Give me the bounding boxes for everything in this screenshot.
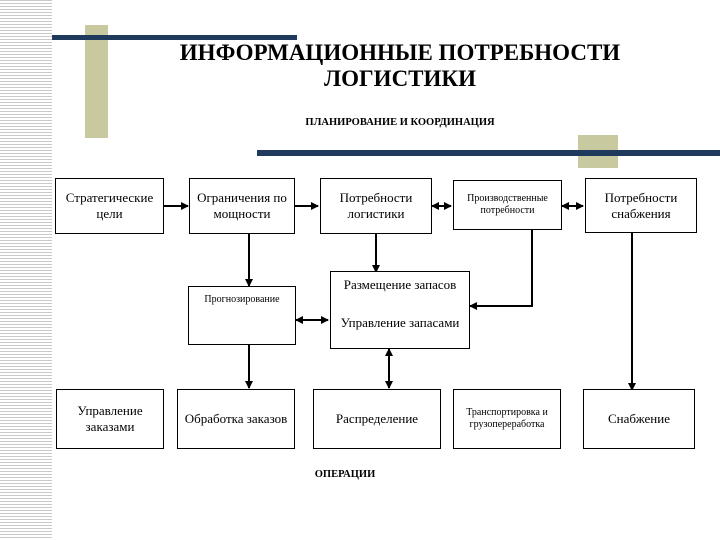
section-heading-planning: ПЛАНИРОВАНИЕ И КООРДИНАЦИЯ	[305, 117, 495, 128]
top-divider-bar	[52, 35, 297, 40]
box-logistics-needs: Потребности логистики	[320, 178, 432, 234]
title-line-1: ИНФОРМАЦИОННЫЕ ПОТРЕБНОСТИ	[179, 40, 621, 65]
box-strategic-goals: Стратегические цели	[55, 178, 164, 234]
accent-square-top	[85, 25, 108, 138]
box-inventory-management: Управление запасами	[330, 297, 470, 349]
middle-divider-bar	[257, 150, 720, 156]
box-supply-needs: Потребности снабжения	[585, 178, 697, 233]
box-capacity-limits: Ограничения по мощности	[189, 178, 295, 234]
box-transport-handling: Транспортировка и грузопереработка	[453, 389, 561, 449]
title-line-2: ЛОГИСТИКИ	[324, 66, 476, 91]
arrow-production-to-inventory	[469, 230, 533, 310]
page-title: ИНФОРМАЦИОННЫЕ ПОТРЕБНОСТИ ЛОГИСТИКИ	[150, 40, 650, 92]
box-order-processing: Обработка заказов	[177, 389, 295, 449]
box-production-needs: Производственные потребности	[453, 180, 562, 230]
box-distribution: Распределение	[313, 389, 441, 449]
decorative-stripes	[0, 0, 52, 540]
section-heading-operations: ОПЕРАЦИИ	[314, 469, 376, 480]
box-forecasting: Прогнозирование	[188, 286, 296, 345]
box-order-management: Управление заказами	[56, 389, 164, 449]
box-procurement: Снабжение	[583, 389, 695, 449]
box-inventory-placement: Размещение запасов	[330, 271, 470, 297]
